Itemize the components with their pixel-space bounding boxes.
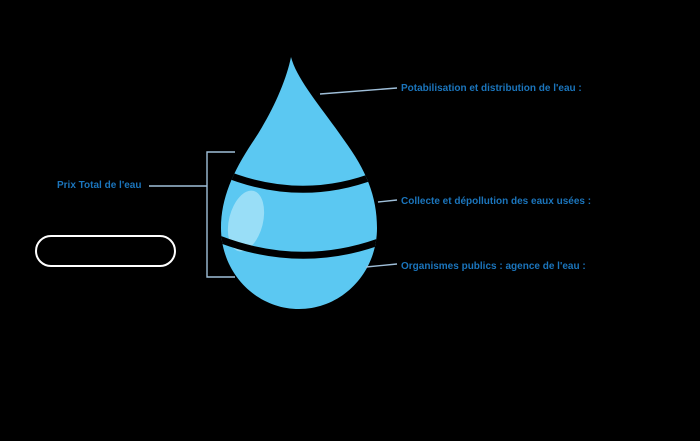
empty-rounded-box [35, 235, 176, 267]
water-drop-shape [221, 57, 377, 309]
divider-arc-bottom [221, 233, 377, 259]
price-bracket [206, 151, 235, 278]
connector-line-collecte [377, 199, 398, 203]
drop-highlight [227, 190, 265, 252]
connector-line-organismes [365, 263, 398, 268]
divider-arc-top [221, 165, 377, 193]
left-label-prix-total: Prix Total de l'eau [57, 180, 142, 191]
right-label-potabilisation: Potabilisation et distribution de l'eau … [401, 83, 582, 94]
right-label-organismes: Organismes publics : agence de l'eau : [401, 261, 586, 272]
connector-line-potabilisation [319, 87, 398, 95]
right-label-collecte: Collecte et dépollution des eaux usées : [401, 196, 592, 207]
